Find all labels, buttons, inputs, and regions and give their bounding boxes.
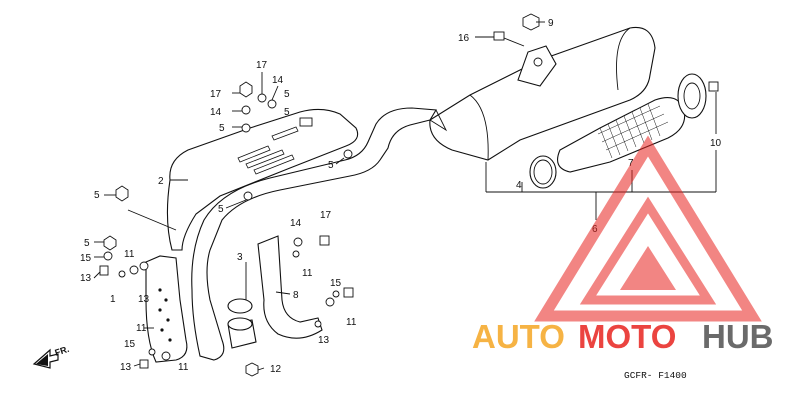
wordmark-auto: AUTO (472, 318, 565, 355)
perforation-pattern (597, 103, 669, 159)
callout-15d: 11 (178, 362, 189, 373)
callout-8: 8 (293, 290, 299, 301)
wordmark-hub: HUB (702, 318, 774, 355)
callout-16: 16 (458, 33, 470, 44)
callout-1: 11 (136, 323, 147, 334)
callout-14c: 15 (80, 253, 92, 264)
callout-13b: 13 (138, 294, 150, 305)
callout-5a: 5 (284, 89, 290, 100)
callout-12: 12 (270, 364, 282, 375)
heat-shield-upper-body (166, 108, 359, 251)
front-direction-arrow: FR. (32, 344, 71, 369)
mounting-stay-body (257, 235, 323, 339)
mounting-stay (257, 235, 323, 339)
callout-15b: 11 (302, 268, 313, 279)
tail-pipe (557, 97, 686, 173)
wordmark-moto: MOTO (578, 318, 676, 355)
callout-5c: 5 (219, 123, 225, 134)
exhaust-joint (227, 298, 259, 377)
callout-13a: 14 (290, 218, 302, 229)
heat-shield-lower-body (145, 255, 188, 363)
heat-shield-upper (166, 108, 359, 251)
callout-5f: 5 (218, 204, 224, 215)
callout-11b: 1 (110, 294, 116, 305)
callout-10: 10 (710, 138, 722, 149)
callout-5e: 5 (94, 190, 100, 201)
guard-holes (158, 288, 172, 342)
watermark-logo-triangle (534, 135, 762, 322)
callout-11c: 11 (346, 317, 357, 328)
callout-13c: 13 (318, 335, 330, 346)
joint-gasket (227, 298, 253, 314)
callout-11d: 13 (120, 362, 132, 373)
callout-2: 2 (158, 176, 164, 187)
callout-15c: 15 (330, 278, 342, 289)
callout-11a: 17 (320, 210, 332, 221)
callout-17a: 17 (256, 60, 268, 71)
callout-14a: 14 (272, 75, 284, 86)
callout-14b: 14 (210, 107, 222, 118)
muffler-nut (522, 13, 540, 31)
heat-shield-lower (145, 255, 188, 363)
callout-5b: 5 (284, 107, 290, 118)
diagram-reference-code: GCFR- F1400 (624, 370, 687, 381)
flange-nut (245, 362, 259, 377)
callout-13d: 15 (124, 339, 136, 350)
callout-5d: 5 (328, 160, 334, 171)
front-direction-label: FR. (54, 344, 71, 358)
callout-15a: 11 (124, 249, 135, 260)
heat-shield-slots (237, 126, 299, 175)
callout-17b: 17 (210, 89, 222, 100)
automotohub-watermark (534, 135, 762, 322)
callout-4: 4 (516, 180, 522, 191)
end-cap-flange (677, 73, 707, 119)
callout-9: 9 (548, 18, 554, 29)
callout-3: 3 (237, 252, 243, 263)
end-cap-screw (708, 81, 719, 92)
callout-17c: 13 (80, 273, 92, 284)
muffler-assembly (429, 13, 719, 189)
muffler-bolt (493, 31, 505, 41)
automotohub-wordmark: AUTO MOTO HUB (472, 318, 774, 355)
fasteners (99, 81, 354, 369)
exhaust-pipe-tube (191, 107, 437, 361)
exhaust-pipe (191, 107, 448, 361)
callout-5g: 5 (84, 238, 90, 249)
